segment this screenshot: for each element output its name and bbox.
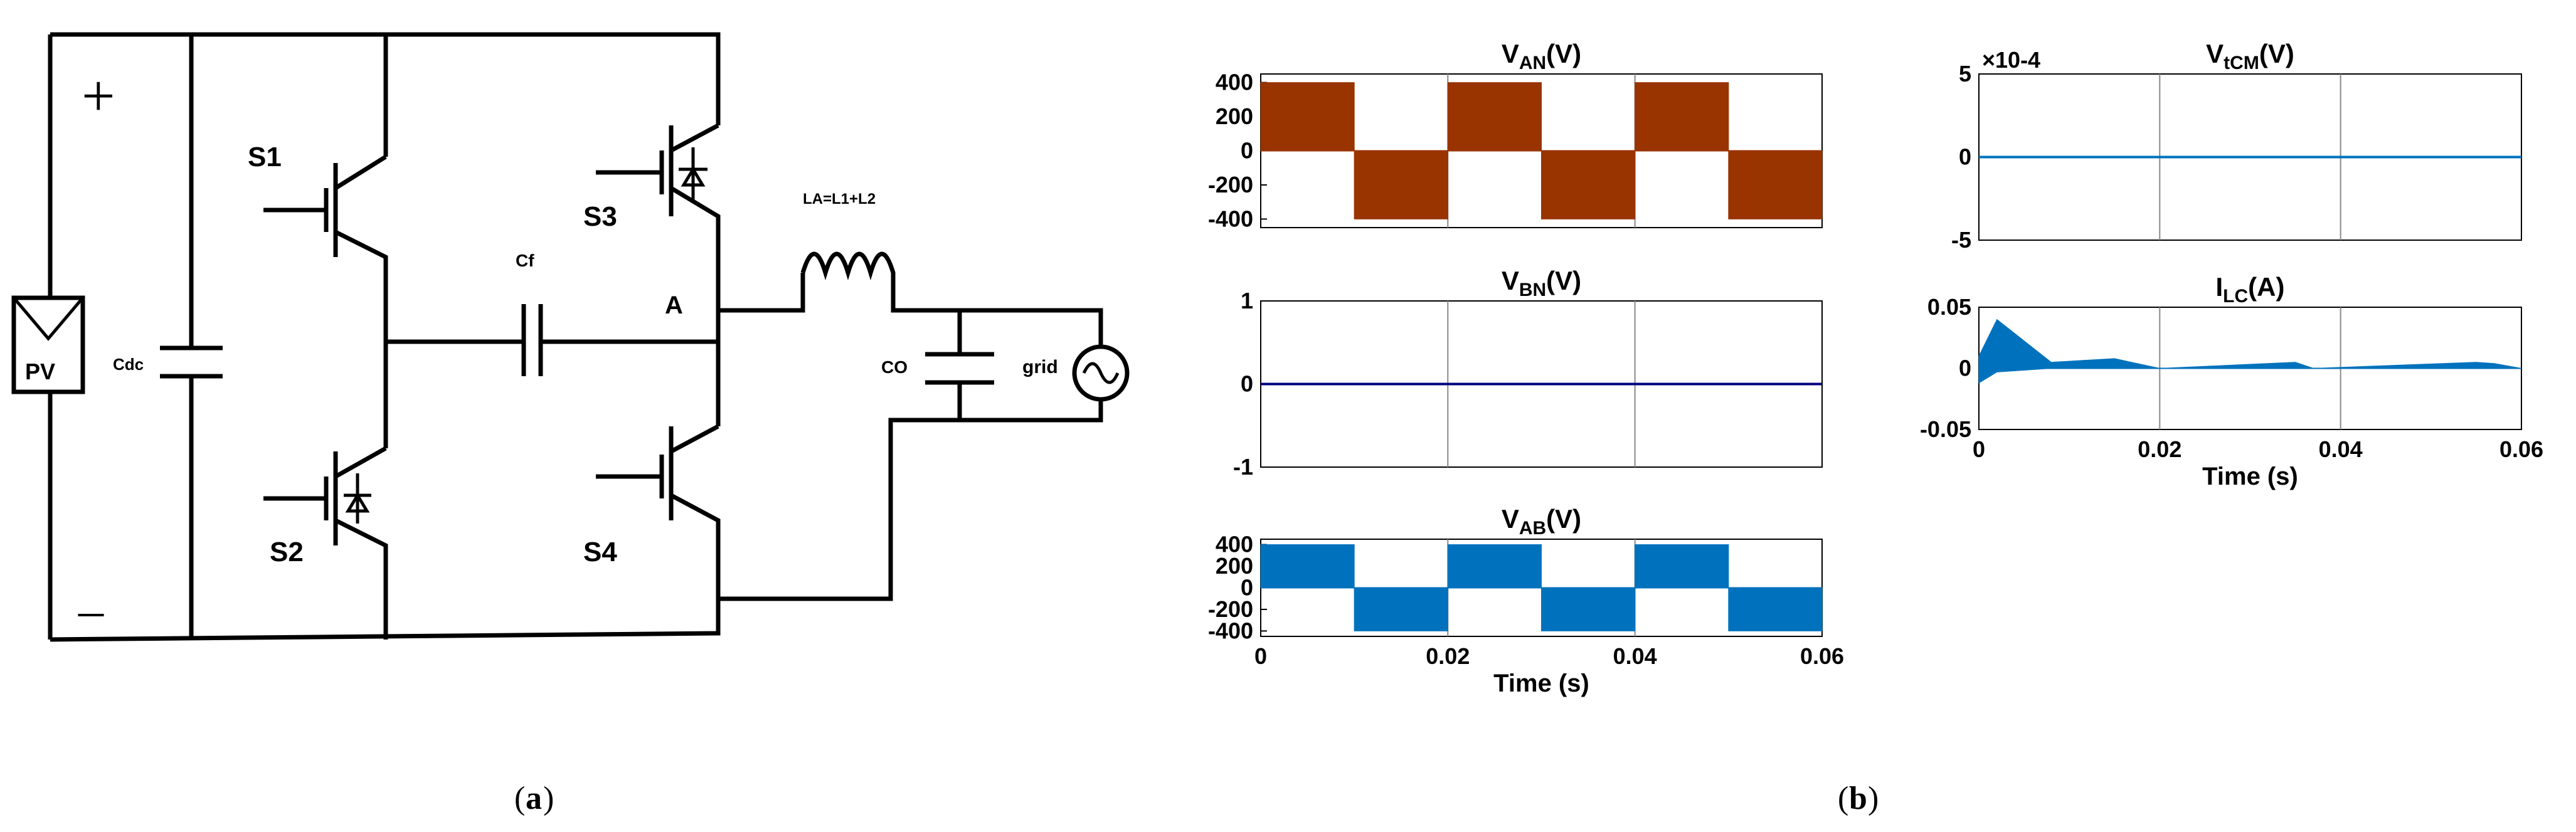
capacitor-cf: [521, 304, 543, 376]
caption-a-letter: a: [526, 781, 542, 816]
switch-s1: [263, 155, 388, 342]
y-tick-label: 0: [1959, 144, 1971, 170]
caption-b-letter: b: [1849, 781, 1867, 816]
y-tick-label: -5: [1951, 227, 1971, 253]
switch-s4: [596, 424, 721, 589]
series-fill: [1260, 82, 1823, 219]
x-tick-label: 0.06: [1800, 643, 1844, 669]
inductor-label: LA=L1+L2: [803, 191, 876, 208]
x-axis-label: Time (s): [2202, 463, 2298, 490]
switch-s4-label: S4: [583, 537, 617, 567]
circuit-diagram: [11, 32, 1130, 642]
caption-b: ( b ): [1838, 781, 1879, 816]
chart-vtcm: 5 0 -5 VtCM(V) ×10-4: [1951, 39, 2522, 253]
y-tick-label: -400: [1208, 206, 1253, 231]
chart-van: 400 200 0 -200 -400 VAN(V): [1208, 39, 1823, 231]
y-tick-label: -0.05: [1920, 416, 1971, 442]
switch-s2-label: S2: [270, 537, 304, 567]
wire-top-bus: [50, 32, 721, 125]
chart-title: ILC(A): [2216, 272, 2285, 307]
y-tick-label: 0.05: [1927, 294, 1971, 320]
x-tick-label: 0.04: [1613, 643, 1657, 669]
cf-label: Cf: [516, 251, 534, 270]
waveform-plots: 4002000-200-400VAN(V)10-1VBN(V)4002000-2…: [1208, 39, 2543, 697]
x-tick-label: 0.04: [2319, 436, 2363, 462]
chart-title: VBN(V): [1502, 266, 1581, 300]
switch-s3: [596, 123, 721, 342]
capacitor-cdc: [160, 345, 223, 379]
y-tick-label: 0: [1241, 575, 1253, 601]
wire-node-a: [718, 273, 805, 313]
chart-vbn: 1 0 -1 VBN(V): [1233, 266, 1823, 480]
switch-s1-label: S1: [248, 142, 282, 172]
x-axis-label: Time (s): [1493, 670, 1589, 697]
cdc-label: Cdc: [113, 355, 144, 374]
diode-s2: [344, 473, 371, 524]
y-tick-label: 400: [1216, 532, 1253, 557]
x-tick-label: 0.06: [2499, 436, 2543, 462]
node-a-label: A: [665, 292, 683, 319]
y-tick-label: -400: [1208, 618, 1253, 643]
caption-a: ( a ): [514, 781, 554, 816]
axis-multiplier: ×10-4: [1982, 47, 2040, 73]
chart-title: VAB(V): [1502, 504, 1581, 539]
y-tick-label: 0: [1959, 355, 1971, 381]
y-tick-label: -1: [1233, 454, 1253, 480]
pv-label: PV: [25, 359, 55, 384]
x-tick-label: 0: [1254, 643, 1267, 669]
pv-diagonals: [13, 297, 84, 341]
y-tick-label: 200: [1216, 103, 1253, 129]
y-tick-label: 5: [1959, 61, 1971, 87]
x-tick-label: 0.02: [1426, 643, 1470, 669]
co-label: CO: [881, 357, 908, 377]
wire-bottom-bus: [50, 589, 721, 642]
svg-text:(: (: [1838, 781, 1848, 816]
y-tick-label: 0: [1241, 371, 1253, 397]
chart-title: VtCM(V): [2206, 39, 2294, 73]
x-tick-label: 0.02: [2138, 436, 2181, 462]
svg-text:): ): [1868, 781, 1879, 816]
wire-grid-return: [718, 398, 1103, 601]
svg-text:(: (: [514, 781, 525, 816]
plus-label: +: [82, 63, 115, 129]
y-tick-label: 200: [1216, 553, 1253, 579]
svg-text:): ): [543, 781, 554, 816]
y-tick-label: -200: [1208, 596, 1253, 622]
minus-label: –: [78, 583, 104, 638]
circuit-labels: + – PV Cdc S1 S2 S3 S4 Cf A LA=L1+L2 CO …: [25, 63, 1058, 638]
inductor-la: [800, 251, 1103, 348]
switch-s3-label: S3: [583, 201, 617, 232]
y-tick-label: -200: [1208, 172, 1253, 197]
y-tick-label: 400: [1216, 70, 1253, 95]
diode-s3: [679, 147, 708, 201]
y-tick-label: 0: [1241, 138, 1253, 164]
grid-label: grid: [1022, 357, 1058, 377]
chart-title: VAN(V): [1502, 39, 1581, 73]
grid-sine: [1082, 362, 1120, 384]
capacitor-co: [925, 352, 994, 385]
x-tick-label: 0: [1973, 436, 1985, 462]
y-tick-label: 1: [1241, 288, 1253, 313]
switch-s2: [263, 446, 388, 640]
